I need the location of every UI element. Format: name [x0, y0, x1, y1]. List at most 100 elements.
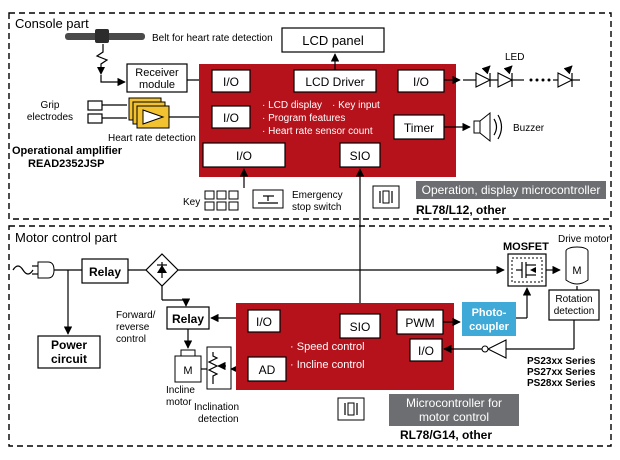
- mosfet-label: MOSFET: [503, 241, 549, 253]
- console-mcu-caption-box: [416, 181, 606, 199]
- buzzer-icon: [473, 111, 503, 143]
- console-io-top-left-label: I/O: [223, 75, 239, 89]
- console-feature-2: · Key input: [332, 100, 380, 111]
- ac-plug-icon: [12, 261, 55, 279]
- lcd-panel-box: [281, 27, 385, 53]
- grip-electrode-bottom: [87, 113, 103, 124]
- console-sio-label: SIO: [350, 149, 371, 163]
- console-mcu-part: RL78/L12, other: [416, 203, 506, 217]
- console-lcd-driver-label: LCD Driver: [305, 75, 364, 89]
- crystal-icon-motor: [337, 397, 365, 421]
- key-label: Key: [183, 197, 200, 208]
- buzzer-label: Buzzer: [513, 123, 545, 134]
- estop-label-1: Emergency: [292, 190, 343, 201]
- photocoupler-box: [462, 302, 516, 336]
- motor-ad: [247, 356, 287, 382]
- mosfet-icon: [507, 253, 547, 287]
- motor-section-border: [8, 225, 612, 447]
- drive-motor-symbol: M: [572, 265, 581, 277]
- console-feature-1: · LCD display: [262, 100, 322, 111]
- motor-mcu-caption-1: Microcontroller for: [406, 396, 502, 410]
- crystal-icon-console: [372, 185, 400, 209]
- rotation-label-1: Rotation: [555, 294, 592, 305]
- series-label-3: PS28xx Series: [527, 378, 596, 389]
- console-section-border: [8, 12, 612, 220]
- incline-motor-label-2: motor: [166, 397, 192, 408]
- rotation-label-2: detection: [554, 306, 595, 317]
- led-icon-2: [497, 65, 524, 88]
- belt-icon: [65, 29, 145, 43]
- console-feature-3: · Program features: [262, 113, 345, 124]
- motor-sio: [339, 313, 381, 339]
- photocoupler-label-2: coupler: [469, 321, 509, 333]
- motor-mcu-caption-box: [389, 394, 519, 426]
- motor-io-left: [247, 309, 281, 333]
- power-label-1: Power: [51, 338, 87, 352]
- belt-label: Belt for heart rate detection: [152, 33, 273, 44]
- buffer-icon: [481, 339, 507, 359]
- console-section-title: Console part: [15, 16, 89, 31]
- console-io-mid-left-label: I/O: [223, 111, 239, 125]
- receiver-label-2: module: [139, 79, 175, 91]
- bridge-rectifier-icon: [145, 253, 179, 287]
- motor-io-right-label: I/O: [418, 344, 434, 358]
- led-icon-1: [463, 65, 498, 88]
- heart-rate-circuit-label: Heart rate detection circuit: [108, 133, 225, 144]
- fwd-label-1: Forward/: [116, 310, 156, 321]
- relay-mid-label: Relay: [172, 312, 204, 326]
- relay-top-box: [81, 258, 129, 284]
- series-label-2: PS27xx Series: [527, 367, 596, 378]
- receiver-label-1: Receiver: [135, 67, 179, 79]
- console-io-top-left: [211, 69, 251, 93]
- photocoupler-label-1: Photo-: [472, 307, 507, 319]
- motor-feature-2: · Incline control: [290, 359, 365, 371]
- keypad-icon: [204, 190, 239, 211]
- console-io-mid-left: [211, 105, 251, 129]
- power-circuit-box: [37, 335, 101, 369]
- motor-sio-label: SIO: [350, 320, 371, 334]
- inclination-label-2: detection: [198, 414, 239, 425]
- grip-electrode-top: [87, 100, 103, 111]
- potentiometer-icon: [201, 346, 232, 390]
- opamp-icon: [128, 97, 170, 129]
- drive-motor-icon: [565, 246, 589, 285]
- lcd-panel-label: LCD panel: [302, 33, 364, 48]
- estop-switch-icon: [252, 189, 284, 209]
- motor-section-title: Motor control part: [15, 230, 117, 245]
- console-timer-label: Timer: [404, 121, 434, 135]
- opamp-label-2: READ2352JSP: [28, 158, 104, 170]
- console-sio: [339, 142, 381, 168]
- motor-io-left-label: I/O: [256, 315, 272, 329]
- drive-motor-label: Drive motor: [558, 234, 610, 245]
- inclination-label-1: Inclination: [194, 402, 239, 413]
- motor-pwm: [396, 309, 444, 335]
- led-icon-3: [553, 65, 580, 88]
- receiver-module-box: [126, 63, 188, 93]
- relay-top-label: Relay: [89, 265, 121, 279]
- grip-label-1: Grip: [41, 100, 60, 111]
- wireless-icon: [95, 44, 109, 75]
- led-dots: [529, 78, 551, 82]
- motor-ad-label: AD: [259, 363, 276, 377]
- motor-feature-1: · Speed control: [290, 341, 365, 353]
- console-io-bottom-label: I/O: [236, 149, 252, 163]
- incline-motor-symbol: M: [183, 365, 192, 377]
- console-timer: [393, 114, 445, 140]
- estop-label-2: stop switch: [292, 202, 341, 213]
- console-mcu-caption: Operation, display microcontroller: [422, 183, 601, 197]
- motor-io-right: [409, 338, 443, 362]
- incline-motor-label-1: Incline: [166, 385, 195, 396]
- power-label-2: circuit: [51, 352, 87, 366]
- fwd-label-2: reverse: [116, 322, 150, 333]
- fwd-label-3: control: [116, 334, 146, 345]
- led-label: LED: [505, 52, 524, 63]
- console-feature-4: · Heart rate sensor count: [262, 126, 373, 137]
- grip-label-2: electrodes: [27, 112, 73, 123]
- series-label-1: PS23xx Series: [527, 356, 596, 367]
- console-io-right-label: I/O: [413, 75, 429, 89]
- console-io-right: [397, 69, 445, 93]
- opamp-label-1: Operational amplifier: [12, 145, 123, 157]
- motor-mcu-caption-2: motor control: [419, 410, 489, 424]
- motor-mcu-part: RL78/G14, other: [400, 428, 492, 442]
